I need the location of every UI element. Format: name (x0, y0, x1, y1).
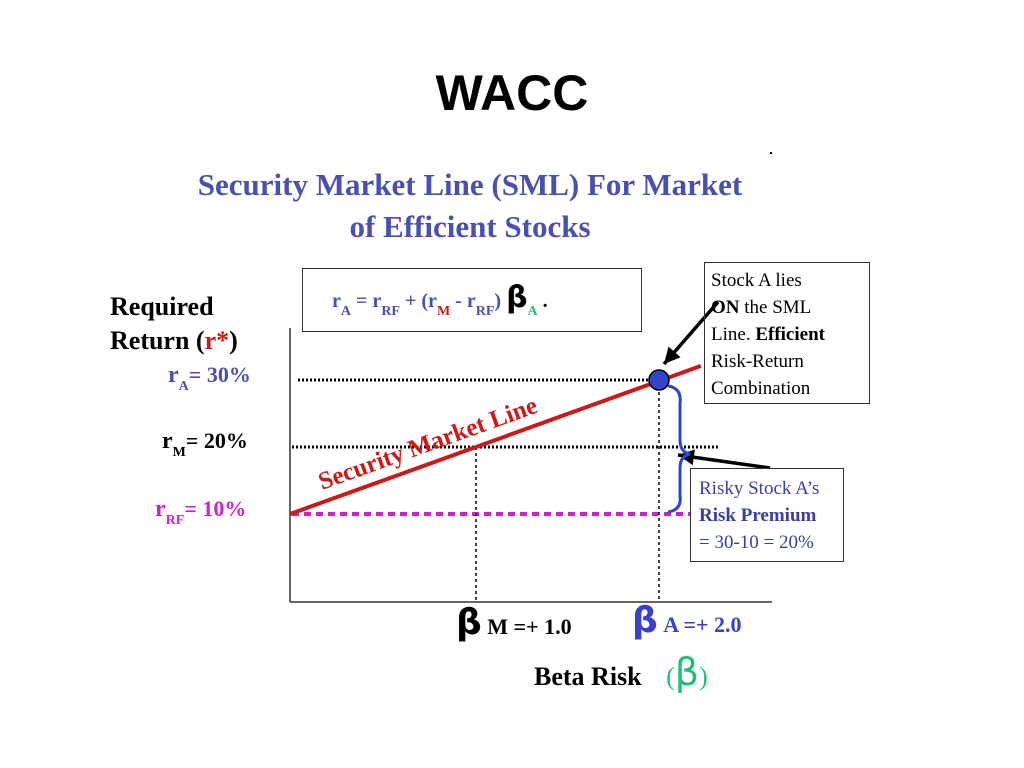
point-stock-a (648, 369, 670, 391)
y-axis-title-suffix: ) (229, 326, 238, 355)
risk-premium-line-1: Risky Stock A’s (699, 478, 820, 499)
risk-premium-note: Risky Stock A’s Risk Premium = 30-10 = 2… (690, 468, 844, 562)
stray-dot (770, 152, 772, 154)
risk-premium-line-3: = 30-10 = 20% (699, 532, 814, 553)
x-axis-title: Beta Risk (β) (534, 650, 708, 694)
heading-line-2: of Efficient Stocks (349, 209, 591, 244)
stock-a-note-line-3: Line. Efficient (711, 324, 825, 345)
stock-a-note-line-5: Combination (711, 378, 811, 399)
formula-box (302, 268, 642, 332)
arrow-to-point-a-head (664, 346, 681, 364)
y-axis-title-line-2: Return (r*) (110, 324, 238, 358)
stock-a-note-line-4: Risk-Return (711, 351, 804, 372)
risk-premium-line-2: Risk Premium (699, 505, 817, 526)
y-tick-label-ra: rA= 30% (168, 362, 251, 394)
capm-formula: rA = rRF + (rM - rRF) βA . (332, 280, 548, 319)
slide-title: WACC (435, 65, 589, 121)
stock-a-note: Stock A lies ON the SML Line. Efficient … (704, 262, 870, 404)
y-axis-title: Required Return (r*) (110, 290, 238, 358)
risk-premium-brace (667, 384, 691, 514)
y-axis-title-prefix: Return ( (110, 326, 205, 355)
sml-label: Security Market Line (315, 392, 541, 495)
beta-symbol: β (506, 280, 528, 315)
arrow-to-premium-head (678, 449, 695, 466)
y-tick-label-rrf: rRF= 10% (155, 496, 247, 528)
x-tick-label-beta-a: β A =+ 2.0 (632, 600, 742, 641)
x-axis-beta-symbol: β (674, 650, 700, 694)
sml-line (289, 364, 702, 516)
y-axis-title-var: r* (204, 326, 230, 355)
x-tick-label-beta-m: β M =+ 1.0 (456, 602, 572, 643)
stock-a-note-line-2: ON the SML (711, 297, 812, 318)
diagram-heading: Security Market Line (SML) For Market of… (120, 164, 820, 248)
heading-line-1: Security Market Line (SML) For Market (197, 167, 743, 202)
y-axis-title-line-1: Required (110, 292, 214, 321)
stock-a-note-line-1: Stock A lies (711, 270, 802, 291)
y-tick-label-rm: rM= 20% (162, 428, 248, 460)
